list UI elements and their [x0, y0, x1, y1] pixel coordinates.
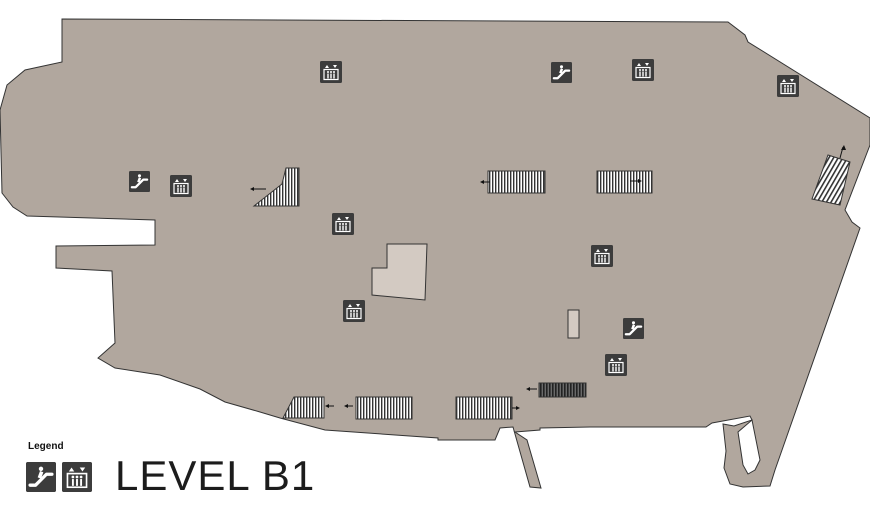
legend-title: Legend [28, 441, 64, 452]
escalator-icon[interactable] [623, 318, 644, 339]
elevator-icon[interactable] [170, 175, 192, 197]
stairs-dark-bottom [526, 382, 587, 398]
atrium-void [371, 243, 428, 301]
small-void [567, 309, 580, 339]
elevator-icon[interactable] [320, 61, 342, 83]
elevator-icon[interactable] [591, 245, 613, 267]
floor-area [0, 18, 870, 489]
elevator-icon[interactable] [632, 59, 654, 81]
level-label: LEVEL B1 [115, 452, 316, 499]
escalator-icon [26, 462, 56, 492]
stairs-center-left [480, 170, 546, 194]
stairs-bottom-right [455, 396, 520, 420]
escalator-icon[interactable] [551, 62, 572, 83]
stairs-bottom-left [282, 396, 334, 419]
elevator-icon[interactable] [343, 300, 365, 322]
floor-cutout [737, 419, 761, 475]
stairs-right-edge [811, 145, 851, 206]
legend-icons [26, 462, 92, 492]
elevator-icon [62, 462, 92, 492]
elevator-icon[interactable] [777, 75, 799, 97]
stairs-center-right [596, 170, 653, 194]
escalator-icon[interactable] [129, 171, 150, 192]
elevator-icon[interactable] [332, 213, 354, 235]
stairs-bottom-center [344, 396, 413, 420]
elevator-icon[interactable] [605, 354, 627, 376]
stairs-left [250, 167, 300, 207]
